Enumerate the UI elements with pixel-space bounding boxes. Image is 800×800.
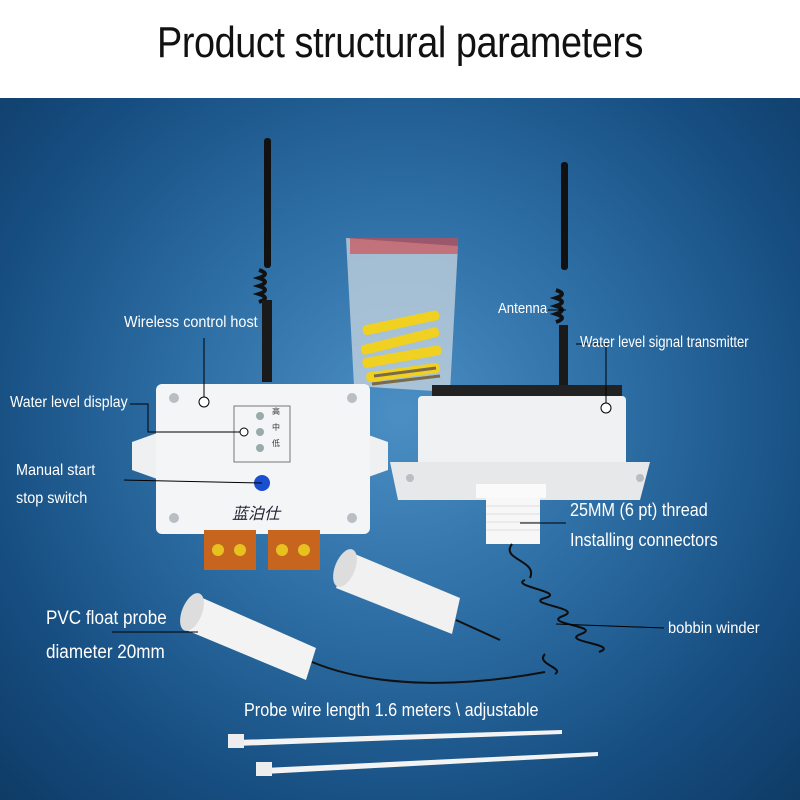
header: Product structural parameters — [0, 0, 800, 98]
label-bobbin-winder: bobbin winder — [668, 620, 760, 637]
label-float-probe-2: diameter 20mm — [46, 642, 165, 663]
label-antenna: Antenna — [498, 300, 548, 317]
indicator-low: 低 — [272, 439, 280, 448]
cable-ties — [228, 730, 598, 776]
product-photo: 蓝泊仕 高 中 低 Wireless control host Water le… — [0, 98, 800, 800]
label-transmitter: Water level signal transmitter — [580, 334, 749, 351]
screw-bag — [346, 238, 458, 392]
label-probe-wire: Probe wire length 1.6 meters \ adjustabl… — [244, 700, 539, 720]
transmitter-antenna — [549, 162, 568, 390]
product-illustration — [112, 138, 665, 776]
float-probe-2 — [180, 593, 546, 684]
brand-mark: 蓝泊仕 — [232, 504, 281, 523]
indicator-mid: 中 — [272, 423, 280, 432]
label-manual-switch-1: Manual start — [16, 462, 96, 479]
float-probe-1 — [333, 549, 501, 641]
transmitter-box — [390, 385, 650, 544]
pointer-lines — [112, 309, 665, 633]
label-manual-switch-2: stop switch — [16, 490, 88, 507]
label-water-level-display: Water level display — [10, 394, 128, 411]
label-thread-2: Installing connectors — [570, 530, 718, 550]
label-thread-1: 25MM (6 pt) thread — [570, 500, 708, 520]
page-title: Product structural parameters — [157, 18, 643, 67]
host-box — [132, 384, 388, 570]
coiled-wire — [508, 543, 605, 675]
label-float-probe-1: PVC float probe — [46, 608, 167, 629]
indicator-high: 高 — [272, 407, 280, 416]
host-antenna — [252, 138, 272, 382]
label-wireless-host: Wireless control host — [124, 314, 258, 331]
